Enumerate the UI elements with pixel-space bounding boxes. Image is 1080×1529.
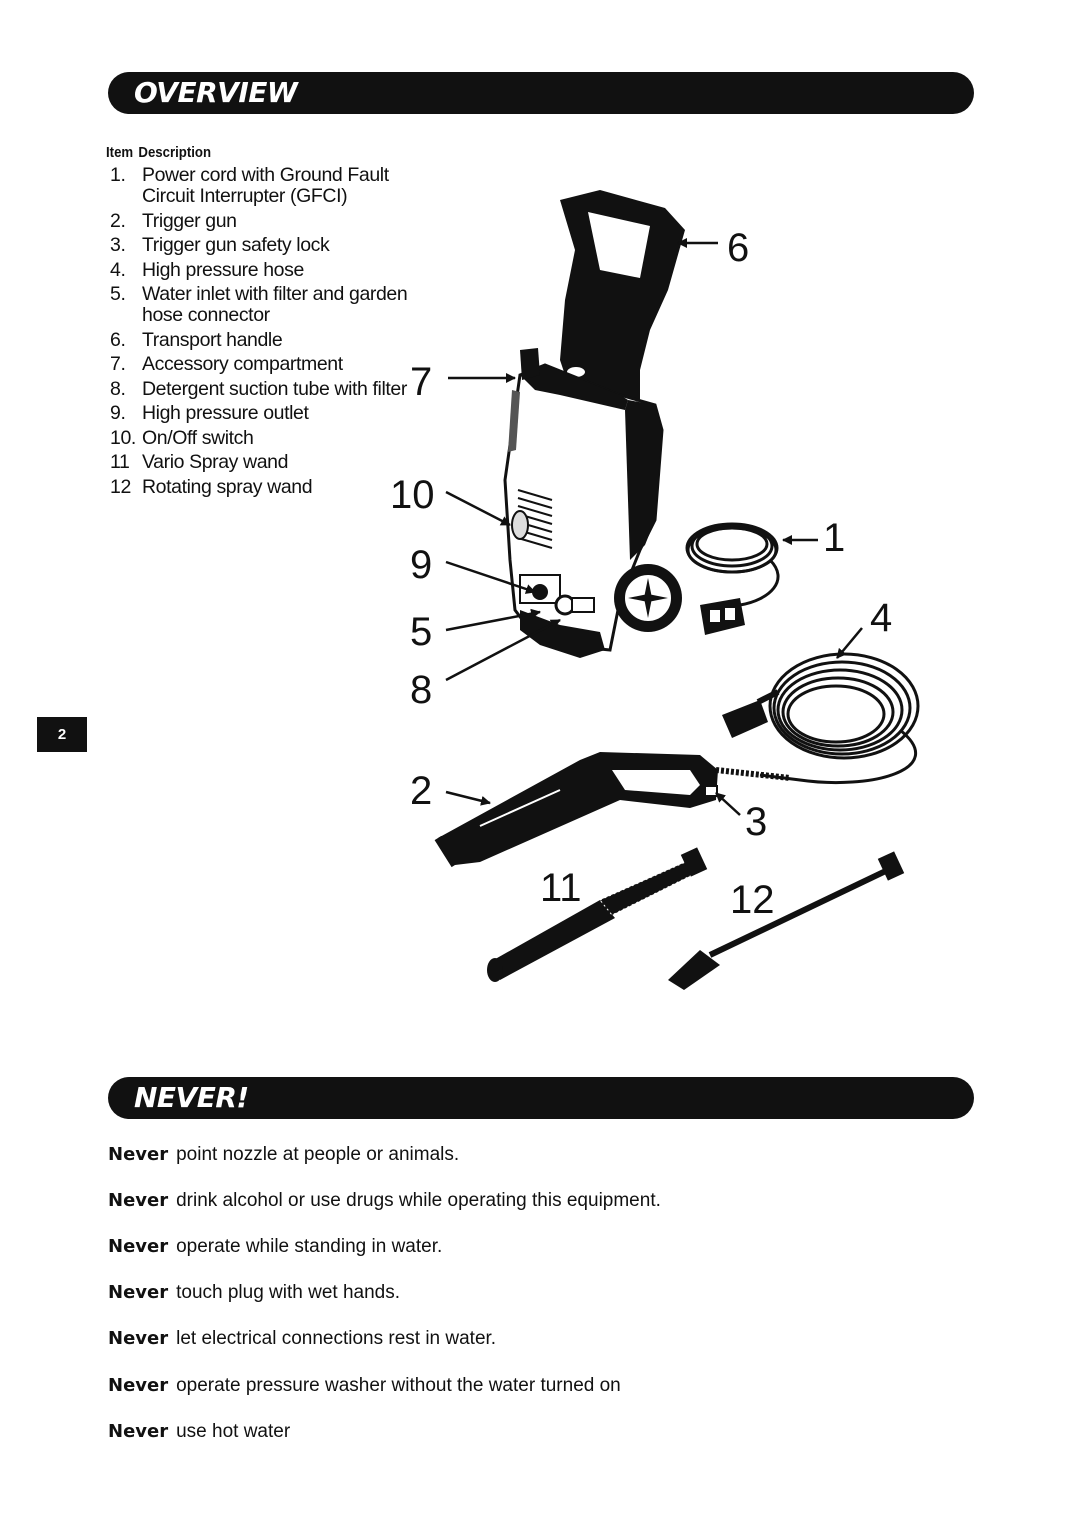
overview-title: OVERVIEW xyxy=(134,76,298,109)
item-description: Detergent suction tube with filter xyxy=(142,377,407,400)
item-description: High pressure hose xyxy=(142,258,304,281)
callout-3: 3 xyxy=(745,800,768,844)
wheel-illustration xyxy=(614,564,682,632)
never-rule: Never let electrical connections rest in … xyxy=(108,1328,496,1354)
callout-9: 9 xyxy=(410,543,433,587)
callout-4: 4 xyxy=(870,596,893,640)
rotating-spray-wand-illustration xyxy=(668,851,905,990)
overview-banner: OVERVIEW xyxy=(108,72,974,114)
item-list: 1. Power cord with Ground Fault Circuit I… xyxy=(104,165,414,501)
item-number: 12 xyxy=(110,475,131,498)
item-number: 8. xyxy=(110,377,126,400)
item-number: 7. xyxy=(110,353,126,375)
never-title: NEVER! xyxy=(134,1081,249,1114)
callout-1: 1 xyxy=(823,516,846,560)
item-number: 5. xyxy=(110,283,126,305)
item-description: Trigger gun safety lock xyxy=(142,234,330,256)
never-rule: Never drink alcohol or use drugs while op… xyxy=(108,1190,661,1216)
item-number: 4. xyxy=(110,258,126,281)
never-rule: Never operate pressure washer without the… xyxy=(108,1375,621,1401)
item-description: Power cord with Ground Fault Circuit Int… xyxy=(142,164,389,207)
power-cord-illustration xyxy=(685,522,780,607)
never-keyword: Never xyxy=(108,1190,169,1211)
page-number-tab: 2 xyxy=(37,717,87,752)
never-rule-text: drink alcohol or use drugs while operati… xyxy=(176,1190,661,1211)
callout-11: 11 xyxy=(540,866,582,910)
item-description: Trigger gun xyxy=(142,209,237,232)
never-rule: Never use hot water xyxy=(108,1421,290,1447)
never-keyword: Never xyxy=(108,1144,169,1165)
list-item: 8. Detergent suction tube with filter xyxy=(104,377,414,400)
high-pressure-hose-illustration xyxy=(759,652,920,784)
callout-6: 6 xyxy=(727,226,750,270)
list-item: 2. Trigger gun xyxy=(104,209,414,232)
callout-10: 10 xyxy=(390,473,435,517)
list-item: 12 Rotating spray wand xyxy=(104,475,414,498)
list-item: 11 Vario Spray wand xyxy=(104,452,414,473)
callout-7: 7 xyxy=(410,360,433,404)
never-rule-text: operate pressure washer without the wate… xyxy=(176,1375,621,1396)
never-keyword: Never xyxy=(108,1421,169,1442)
never-keyword: Never xyxy=(108,1236,169,1257)
item-number: 3. xyxy=(110,234,126,256)
callout-2: 2 xyxy=(410,769,433,813)
never-rule: Never point nozzle at people or animals. xyxy=(108,1144,459,1170)
item-description: Water inlet with filter and garden hose … xyxy=(142,283,408,326)
list-item: 5. Water inlet with filter and garden hos… xyxy=(104,284,414,326)
gfci-plug-illustration xyxy=(700,598,745,635)
list-item: 10. On/Off switch xyxy=(104,426,414,449)
item-number: 6. xyxy=(110,328,126,351)
item-description: Rotating spray wand xyxy=(142,475,313,498)
never-rule-text: operate while standing in water. xyxy=(176,1236,443,1257)
item-description: High pressure outlet xyxy=(142,402,309,424)
list-item: 1. Power cord with Ground Fault Circuit I… xyxy=(104,165,414,207)
never-rule-text: touch plug with wet hands. xyxy=(176,1282,401,1303)
item-column-header: Item xyxy=(106,144,134,161)
item-number: 11 xyxy=(110,451,130,473)
list-item: 4. High pressure hose xyxy=(104,258,414,281)
never-keyword: Never xyxy=(108,1328,169,1349)
item-number: 2. xyxy=(110,209,126,232)
callout-12: 12 xyxy=(730,878,775,922)
callout-5: 5 xyxy=(410,610,433,654)
list-item: 6. Transport handle xyxy=(104,328,414,351)
never-rule: Never operate while standing in water. xyxy=(108,1236,442,1262)
item-description: Transport handle xyxy=(142,328,283,351)
vario-spray-wand-illustration xyxy=(487,847,708,982)
item-description: Vario Spray wand xyxy=(142,451,289,473)
never-rule-text: point nozzle at people or animals. xyxy=(176,1144,460,1165)
callout-8: 8 xyxy=(410,668,433,712)
never-rule-text: let electrical connections rest in water… xyxy=(176,1328,497,1349)
never-rule: Never touch plug with wet hands. xyxy=(108,1282,400,1308)
list-item: 7. Accessory compartment xyxy=(104,354,414,375)
hose-coupler-illustration xyxy=(722,689,780,738)
item-number: 1. xyxy=(110,164,126,186)
item-number: 9. xyxy=(110,402,126,424)
pressure-washer-diagram xyxy=(434,190,920,990)
never-keyword: Never xyxy=(108,1282,169,1303)
callout-arrows xyxy=(445,238,863,816)
list-item: 3. Trigger gun safety lock xyxy=(104,235,414,256)
trigger-gun-illustration xyxy=(434,752,791,868)
never-rule-text: use hot water xyxy=(176,1421,291,1442)
description-column-header: Description xyxy=(138,144,212,161)
list-item: 9. High pressure outlet xyxy=(104,403,414,424)
item-number: 10. xyxy=(110,426,136,449)
item-description: Accessory compartment xyxy=(142,353,343,375)
transport-handle-illustration xyxy=(560,190,685,400)
never-keyword: Never xyxy=(108,1375,169,1396)
item-description: On/Off switch xyxy=(142,426,254,449)
never-banner: NEVER! xyxy=(108,1077,974,1119)
